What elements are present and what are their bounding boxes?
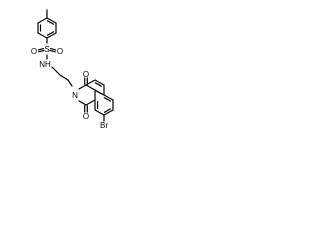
tolyl-ring [37, 17, 57, 39]
chemical-structure: S O O NH N O O Br [31, 9, 114, 130]
atom-label-imide-nitrogen: N [72, 91, 78, 100]
atom-label-sulfonyl-oxygen-right: O [57, 47, 63, 56]
ethylene-bond [59, 74, 69, 81]
structure-canvas: S O O NH N O O Br [0, 0, 152, 152]
atom-label-carbonyl-oxygen-bottom: O [83, 112, 89, 121]
naphthalene-lower-ring [94, 94, 114, 116]
sulfonyl-double-bonds [37, 47, 57, 53]
atom-label-carbonyl-oxygen-top: O [83, 70, 89, 79]
carbonyl-double-bonds [84, 77, 88, 113]
ch2-imide-nitrogen-bond [67, 79, 73, 87]
atom-label-sulfonyl-oxygen-left: O [31, 47, 37, 56]
atom-label-sulfonamide-nitrogen: NH [39, 60, 51, 69]
naphthalene-upper-ring [85, 79, 105, 96]
atom-label-sulfur: S [44, 45, 49, 54]
nh-ch2-bond [51, 66, 61, 76]
atom-label-bromine: Br [100, 121, 108, 130]
imide-ring [78, 84, 96, 106]
